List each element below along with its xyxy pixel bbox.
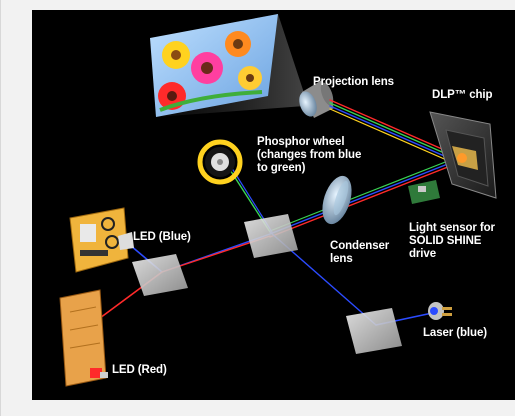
phosphor-wheel [197,139,243,185]
label-led-red: LED (Red) [112,364,167,376]
projected-image [150,14,278,117]
label-led-blue: LED (Blue) [133,231,191,243]
label-projection-lens: Projection lens [313,76,394,88]
dichroic-mirror [132,214,402,354]
led-red-module [59,289,108,387]
label-dlp-chip: DLP™ chip [432,89,493,101]
light-sensor [408,180,440,204]
label-phosphor-wheel: Phosphor wheel (changes from blue to gre… [257,136,362,174]
dlp-chip [429,111,497,199]
label-laser-blue: Laser (blue) [423,327,487,339]
led-blue-module [69,207,134,273]
projection-lens [299,80,334,118]
label-light-sensor: Light sensor for SOLID SHINE drive [409,222,495,260]
condenser-lens [322,175,352,225]
label-condenser-lens: Condenser lens [330,240,390,265]
laser-module [428,302,452,320]
